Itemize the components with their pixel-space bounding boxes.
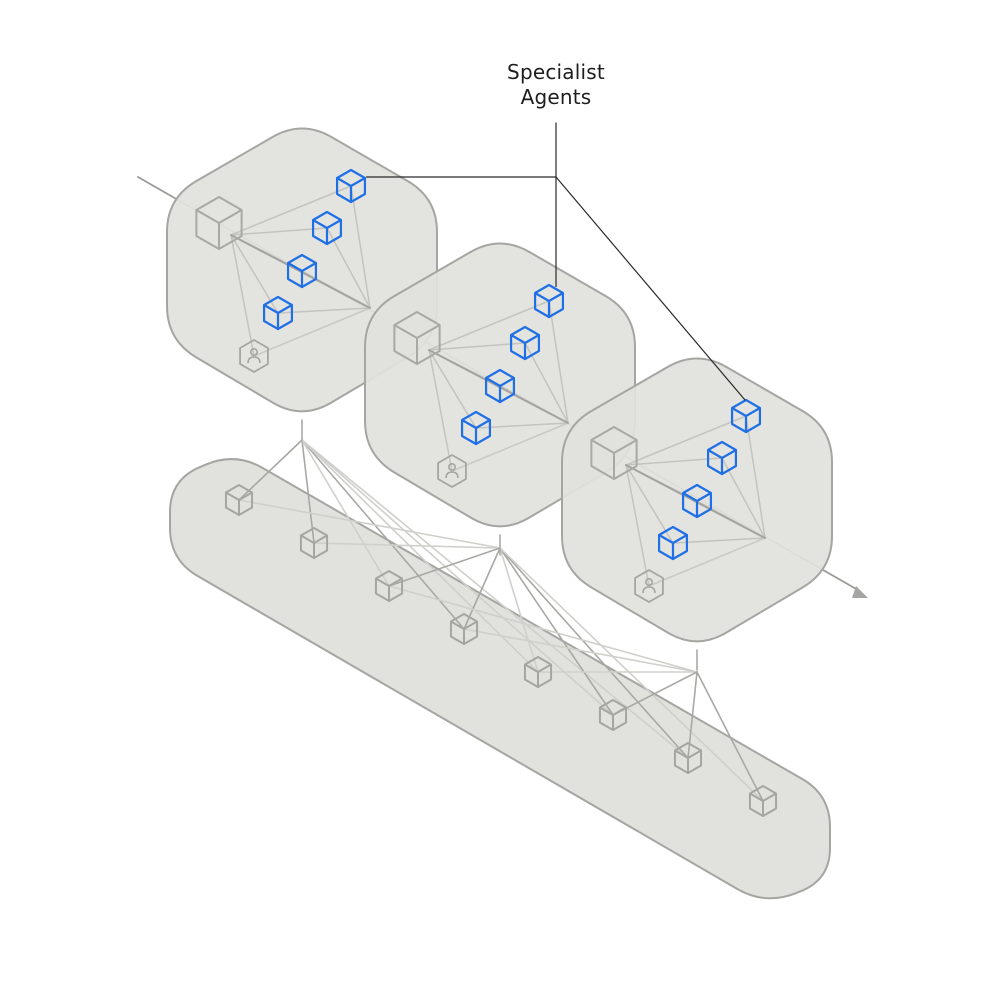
connector-line [230, 234, 255, 357]
user-node [634, 569, 664, 603]
user-node [239, 339, 269, 373]
shared-node-7 [673, 742, 703, 774]
connector-line [388, 585, 698, 673]
connector-line [388, 547, 501, 587]
user-head-icon [447, 462, 456, 471]
specialist-agent-2 [706, 440, 738, 476]
specialist-agent-1 [730, 398, 762, 434]
connector-line [428, 342, 526, 351]
connector-line [499, 547, 539, 673]
connector-line [696, 671, 764, 802]
shared-node-2 [299, 527, 329, 559]
connector-line [230, 185, 352, 236]
group-3 [561, 357, 833, 671]
connector-line [451, 422, 569, 472]
connector-line [230, 234, 371, 309]
connector-line [463, 628, 698, 673]
connector-line [625, 415, 747, 466]
label-line-1: Specialist [507, 60, 605, 84]
orchestrator-agent [195, 196, 243, 250]
hexagon-outline [239, 339, 269, 373]
connector-line [499, 547, 764, 802]
specialist-agent-3 [286, 253, 318, 289]
connector-line [625, 464, 766, 539]
connector-line [230, 234, 279, 314]
connector-line [625, 457, 723, 466]
connector-line [326, 227, 371, 309]
user-head-icon [250, 347, 259, 356]
specialist-agent-1 [533, 283, 565, 319]
specialist-agent-1 [335, 168, 367, 204]
connector-line [301, 439, 539, 673]
user-body-icon [642, 586, 656, 594]
shared-node-1 [224, 484, 254, 516]
connector-line [721, 457, 766, 539]
connector-line [745, 415, 766, 539]
callout-line [555, 176, 746, 401]
connector-line [238, 499, 501, 549]
connector-line [499, 547, 614, 716]
connector-line [524, 342, 569, 424]
specialist-agent-4 [657, 525, 689, 561]
connector-line [625, 464, 674, 544]
shared-connectors [238, 439, 764, 802]
arrow-head-icon [852, 586, 868, 598]
connector-line [277, 307, 371, 314]
group-connectors [230, 185, 371, 357]
specialist-agent-3 [484, 368, 516, 404]
connector-line [428, 349, 569, 424]
specialist-agent-3 [681, 483, 713, 519]
shared-node-8 [748, 785, 778, 817]
connector-line [548, 300, 569, 424]
shared-node-6 [598, 699, 628, 731]
user-head-icon [644, 577, 653, 586]
connector-line [301, 439, 465, 630]
connector-line [253, 307, 371, 357]
shared-node-3 [374, 570, 404, 602]
hexagon-outline [634, 569, 664, 603]
shared-node-4 [449, 613, 479, 645]
shared-tools-panel [169, 458, 831, 900]
connector-line [475, 422, 569, 429]
connector-line [648, 537, 766, 587]
label-line-2: Agents [520, 85, 592, 109]
connector-line [463, 547, 501, 630]
connector-line [301, 439, 390, 587]
connector-line [230, 227, 328, 236]
connector-line [301, 439, 614, 716]
connector-line [625, 464, 650, 587]
connector-line [672, 537, 766, 544]
user-body-icon [445, 471, 459, 479]
connector-line [313, 542, 501, 549]
specialist-agent-2 [311, 210, 343, 246]
hexagon-outline [437, 454, 467, 488]
group-connectors [625, 415, 766, 587]
orchestrator-agent [393, 311, 441, 365]
shared-node-5 [523, 656, 553, 688]
connector-line [301, 439, 315, 544]
user-body-icon [247, 356, 261, 364]
connector-line [428, 300, 550, 351]
specialist-agent-2 [509, 325, 541, 361]
connector-line [350, 185, 371, 309]
orchestrator-agent [590, 426, 638, 480]
user-node [437, 454, 467, 488]
specialist-agent-4 [262, 295, 294, 331]
specialist-agent-4 [460, 410, 492, 446]
connector-line [428, 349, 477, 429]
connector-line [428, 349, 453, 472]
specialist-agents-label: Specialist Agents [470, 60, 642, 110]
